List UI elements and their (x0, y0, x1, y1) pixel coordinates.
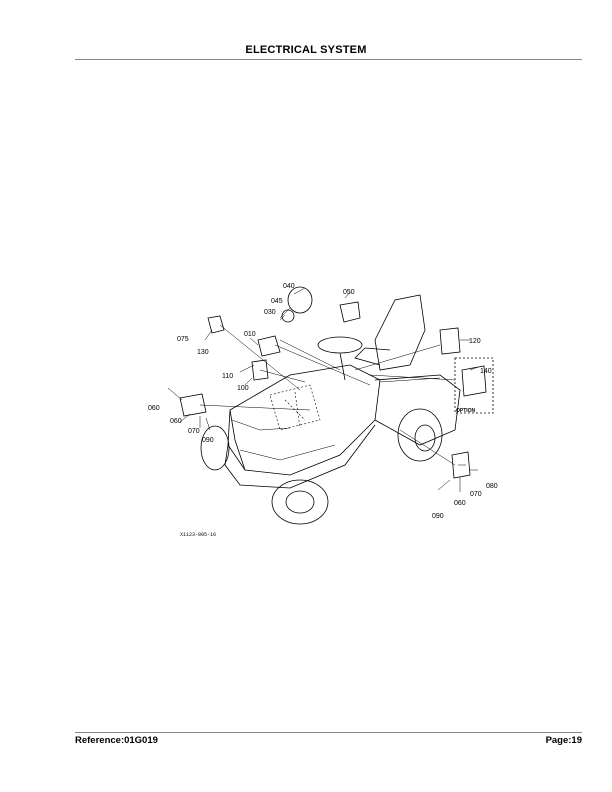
callout-040: 040 (283, 283, 295, 290)
callout-060-left-lower: 060 (170, 418, 182, 425)
callout-060-right: 060 (454, 500, 466, 507)
part-050 (339, 301, 361, 323)
callout-110: 110 (222, 373, 233, 380)
callout-120: 120 (469, 338, 481, 345)
callout-070-left: 070 (188, 428, 200, 435)
callout-045: 045 (271, 298, 283, 305)
seat (374, 294, 426, 371)
callout-130: 130 (197, 349, 209, 356)
callout-075: 075 (177, 336, 189, 343)
callout-140: 140 (480, 368, 492, 375)
callout-090-left: 090 (202, 437, 214, 444)
figure-code: X1123-005-16 (180, 532, 216, 538)
page-title: ELECTRICAL SYSTEM (245, 44, 367, 56)
part-120 (439, 327, 461, 355)
page-number: Page:19 (545, 735, 582, 746)
callout-050: 050 (343, 289, 355, 296)
header-rule (75, 59, 582, 60)
electrical-system-diagram: 040 045 030 050 010 075 130 110 100 060 … (148, 283, 498, 538)
part-060-right (451, 451, 471, 479)
rear-wheel (397, 408, 443, 462)
option-label: OPTION (456, 408, 476, 414)
part-040 (287, 286, 313, 314)
callout-030: 030 (264, 309, 276, 316)
callout-060-left: 060 (148, 405, 160, 412)
tractor-hood (227, 364, 381, 476)
front-wheel-right (200, 425, 230, 471)
option-box (454, 357, 494, 414)
part-130 (207, 315, 225, 334)
reference-label: Reference:01G019 (75, 735, 158, 746)
rear-fender (374, 374, 461, 446)
callout-010: 010 (244, 331, 256, 338)
callout-100: 100 (237, 385, 249, 392)
steering-wheel (317, 336, 363, 354)
callout-090-right: 090 (432, 513, 444, 520)
part-100 (251, 359, 269, 381)
part-060-left (179, 393, 207, 417)
callout-070-right: 070 (470, 491, 482, 498)
callout-080: 080 (486, 483, 498, 490)
footer-rule (75, 732, 582, 733)
part-010 (257, 335, 281, 357)
front-wheel-left (271, 479, 329, 525)
